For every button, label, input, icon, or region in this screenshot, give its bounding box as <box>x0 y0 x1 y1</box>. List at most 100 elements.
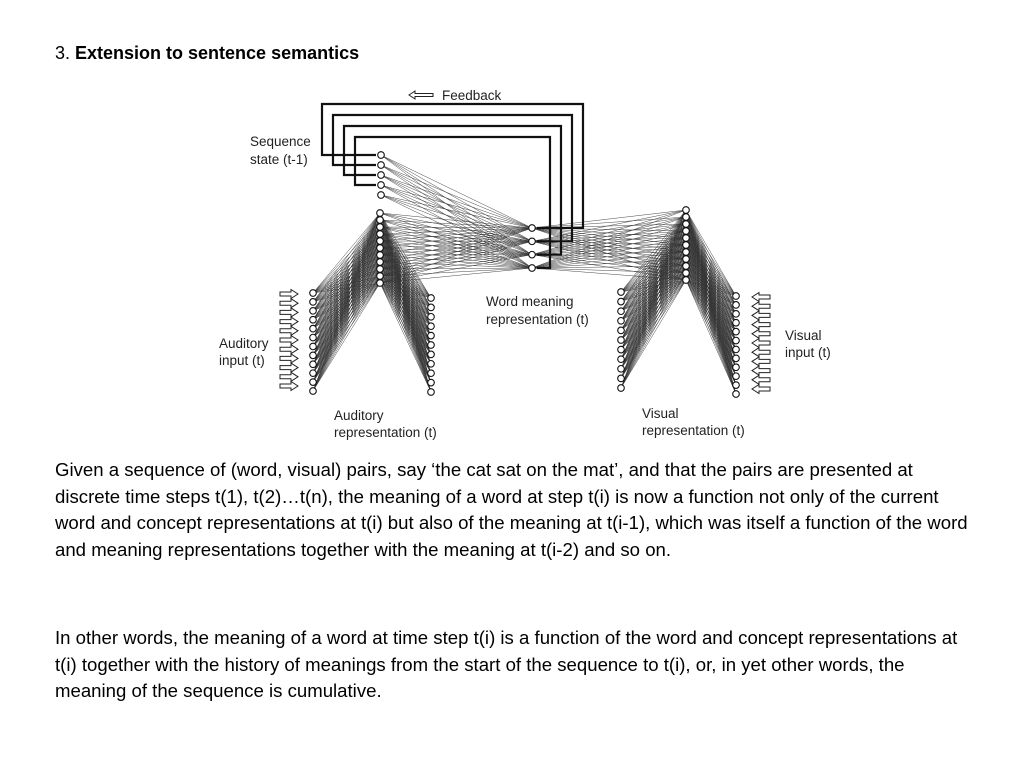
connection <box>620 230 687 379</box>
network-unit <box>617 297 625 306</box>
connection <box>620 265 687 389</box>
network-unit <box>427 388 435 396</box>
connection <box>685 209 737 332</box>
connection <box>531 223 687 242</box>
network-unit <box>528 224 536 232</box>
connection <box>531 227 687 267</box>
network-unit <box>309 351 317 360</box>
visual-input-arrow-icon <box>751 355 771 367</box>
network-unit <box>682 255 690 263</box>
connection <box>379 219 533 229</box>
connection <box>312 233 381 374</box>
connection <box>685 223 737 386</box>
connection <box>685 209 737 323</box>
connection <box>312 212 381 347</box>
connection <box>379 240 432 383</box>
connection <box>620 209 687 360</box>
connection <box>379 226 432 364</box>
connection <box>531 227 687 253</box>
heading-title: Extension to sentence semantics <box>75 43 360 63</box>
connection <box>620 223 687 389</box>
visual-representation-label-line2: representation (t) <box>642 423 745 438</box>
connection <box>620 237 687 379</box>
connection <box>379 233 432 393</box>
connection <box>620 209 687 350</box>
connection <box>379 219 533 255</box>
connection <box>380 184 533 242</box>
connection <box>312 247 381 383</box>
connection <box>380 164 533 269</box>
feedback-loop <box>342 124 563 256</box>
connection <box>620 251 687 379</box>
network-connections <box>312 154 737 395</box>
connection <box>620 223 687 360</box>
connection <box>379 219 432 393</box>
connection <box>620 216 687 369</box>
feedback-loop <box>353 135 552 270</box>
network-unit <box>617 345 625 354</box>
network-unit <box>376 258 384 266</box>
network-unit <box>617 316 625 325</box>
connection <box>380 154 533 242</box>
auditory-input-label-line1: Auditory <box>219 336 269 351</box>
connection <box>312 282 381 392</box>
connection <box>379 212 432 383</box>
paragraph-2: In other words, the meaning of a word at… <box>55 627 958 701</box>
sequence-state-label-line2: state (t-1) <box>250 152 308 167</box>
connection <box>620 209 687 341</box>
connection <box>685 223 737 395</box>
connection <box>620 216 687 312</box>
connection <box>620 223 687 379</box>
visual-input-arrow-icon <box>751 337 771 349</box>
network-unit <box>309 369 317 378</box>
network-unit <box>376 223 384 231</box>
connection <box>620 244 687 389</box>
connection <box>620 216 687 389</box>
visual-input-arrow-icon <box>751 319 771 331</box>
visual-input-label-line2: input (t) <box>785 345 831 360</box>
connection <box>312 240 381 374</box>
connection <box>379 267 533 277</box>
network-unit <box>732 292 740 300</box>
network-unit <box>309 315 317 324</box>
network-unit <box>376 265 384 273</box>
connection <box>379 267 533 284</box>
connection <box>379 241 533 270</box>
network-units <box>309 151 740 398</box>
network-unit <box>732 363 740 372</box>
connection <box>312 212 381 320</box>
network-unit <box>528 250 536 259</box>
connection <box>312 212 381 365</box>
connection <box>379 233 533 269</box>
network-unit <box>376 209 384 217</box>
connection <box>531 216 687 269</box>
auditory-input-arrow-icon <box>279 316 299 328</box>
network-unit <box>377 161 385 169</box>
connection <box>620 209 687 312</box>
connection <box>380 164 533 255</box>
connection <box>685 216 737 368</box>
connection <box>380 164 533 229</box>
network-unit <box>427 350 435 359</box>
network-unit <box>427 331 435 340</box>
connection <box>312 212 381 356</box>
connection <box>531 230 687 255</box>
connection <box>685 244 737 377</box>
connection <box>685 209 737 350</box>
connection <box>531 237 687 269</box>
auditory-representation-label-line1: Auditory <box>334 408 384 423</box>
connection <box>379 241 533 277</box>
connection <box>685 209 737 368</box>
network-unit <box>309 342 317 351</box>
connection <box>312 212 381 338</box>
connection <box>379 233 533 242</box>
network-unit <box>732 354 740 363</box>
connection <box>312 212 381 303</box>
network-unit <box>309 387 317 395</box>
network-unit <box>682 269 690 277</box>
connection <box>379 254 533 263</box>
network-unit <box>427 303 435 312</box>
network-unit <box>376 230 384 238</box>
connection <box>312 261 381 392</box>
